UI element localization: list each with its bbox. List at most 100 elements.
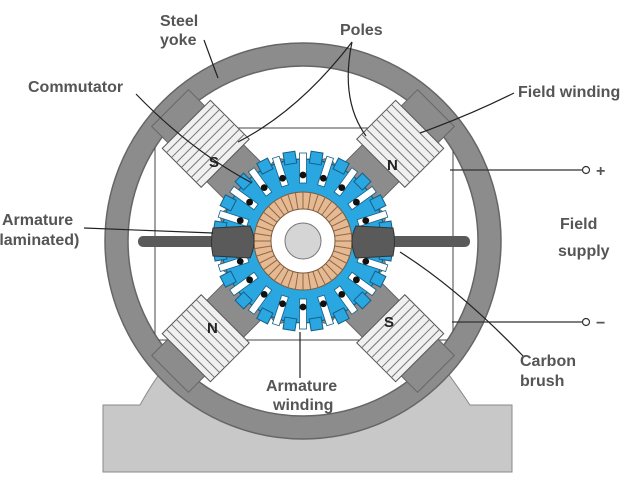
armature-tooth <box>308 150 324 166</box>
armature-tooth <box>332 157 350 175</box>
commutator-segment <box>317 269 326 285</box>
commutator-segment <box>267 205 281 219</box>
commutator-segment <box>259 255 275 264</box>
label-armature-winding-line2: winding <box>272 397 333 414</box>
commutator-segment <box>331 218 347 227</box>
commutator-segment <box>254 245 272 250</box>
armature-conductor <box>319 300 327 308</box>
pole-label-bottom-right: S <box>384 314 394 331</box>
shaft <box>284 222 322 260</box>
armature-conductor <box>299 171 307 179</box>
commutator-segment <box>312 194 319 211</box>
armature-conductor <box>246 198 254 206</box>
commutator-segment <box>259 218 275 227</box>
armature-slot <box>299 298 307 330</box>
commutator-segment <box>263 259 278 271</box>
armature-conductor <box>279 174 287 182</box>
commutator-segment <box>307 272 312 290</box>
armature-tooth <box>256 157 274 175</box>
commutator-segment <box>328 259 343 271</box>
label-field-supply-line2: supply <box>558 243 610 260</box>
armature-conductor <box>236 257 244 265</box>
label-field-supply-line1: Field <box>560 216 597 233</box>
svg-text:Steel: Steel <box>160 13 198 30</box>
commutator-segment <box>273 201 285 216</box>
armature-tooth <box>234 172 253 191</box>
armature-tooth <box>353 172 372 191</box>
pole-label-top-right: N <box>387 157 398 174</box>
commutator-segment <box>263 211 278 223</box>
armature-conductor <box>279 300 287 308</box>
commutator-segment <box>280 197 289 213</box>
carbon-brush-left <box>211 225 255 259</box>
label-carbon-brush-line2: brush <box>520 373 564 390</box>
commutator <box>253 191 353 291</box>
commutator-segment <box>254 232 272 237</box>
armature-slot <box>299 152 307 184</box>
leader-lines <box>83 39 525 378</box>
label-steel-yoke-line2: yoke <box>160 32 197 49</box>
armature-conductor <box>319 174 327 182</box>
brush-lead-right <box>388 236 470 247</box>
armature-conductor <box>338 290 346 298</box>
armature-conductor <box>352 198 360 206</box>
armature-tooth <box>308 316 324 332</box>
armature-tooth <box>369 270 387 288</box>
commutator-segment <box>333 250 350 257</box>
commutator-segment <box>334 232 352 237</box>
label-armature-line2: (laminated) <box>0 232 79 249</box>
commutator-segment <box>333 225 350 232</box>
pole-label-bottom-left: N <box>207 320 218 337</box>
label-plus: + <box>596 163 605 180</box>
internal-field-wiring <box>154 127 454 341</box>
commutator-segment <box>294 272 299 290</box>
commutator-segment <box>321 266 333 281</box>
armature-tooth <box>256 307 274 325</box>
terminal-minus <box>581 317 591 327</box>
commutator-segment <box>317 197 326 213</box>
armature-conductor <box>338 184 346 192</box>
brush-lead-left <box>138 236 220 247</box>
commutator-segment <box>294 192 299 210</box>
commutator-segment <box>325 205 339 219</box>
armature-tooth <box>282 316 298 332</box>
armature-winding-slots <box>214 152 392 330</box>
label-armature-line1: Armature <box>2 212 73 229</box>
label-armature-winding-line1: Armature <box>266 378 337 395</box>
pole-label-top-left: S <box>209 154 219 171</box>
commutator-segment <box>256 250 273 257</box>
commutator-segment <box>334 245 352 250</box>
label-poles: Poles <box>340 22 383 39</box>
armature-conductor <box>260 184 268 192</box>
commutator-segment <box>287 271 294 288</box>
armature-conductor <box>246 276 254 284</box>
armature-tooth <box>332 307 350 325</box>
label-field-winding: Field winding <box>518 84 620 101</box>
armature-tooth <box>282 150 298 166</box>
armature-conductor <box>260 290 268 298</box>
carbon-brushes <box>138 225 470 259</box>
commutator-segment <box>256 225 273 232</box>
terminal-plus <box>581 165 591 175</box>
armature-tooth <box>219 194 237 212</box>
armature-conductor <box>299 303 307 311</box>
label-commutator: Commutator <box>28 79 123 96</box>
label-minus: − <box>596 315 605 332</box>
commutator-segment <box>331 255 347 264</box>
commutator-segment <box>273 266 285 281</box>
label-carbon-brush-line1: Carbon <box>520 353 576 370</box>
armature-tooth <box>353 291 372 310</box>
armature-tooth <box>234 291 253 310</box>
commutator-segment <box>325 263 339 277</box>
armature-conductor <box>236 217 244 225</box>
armature-conductor <box>362 217 370 225</box>
carbon-brush-right <box>351 225 395 259</box>
label-steel-yoke-line1: Steel <box>160 13 198 30</box>
commutator-segment <box>267 263 281 277</box>
armature-tooth <box>369 194 387 212</box>
commutator-segment <box>287 194 294 211</box>
commutator-segment <box>328 211 343 223</box>
commutator-segment <box>321 201 333 216</box>
armature-teeth <box>212 150 394 332</box>
